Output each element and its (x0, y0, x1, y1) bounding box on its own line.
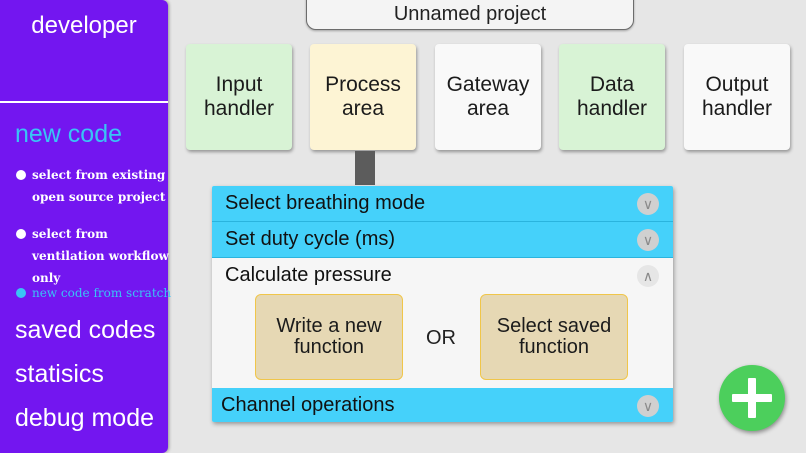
chevron-up-icon[interactable]: ∧ (637, 265, 659, 287)
card-label-line1: Data (589, 73, 635, 96)
row-label: Set duty cycle (ms) (225, 228, 396, 250)
option-label: select from existing open source project (32, 168, 166, 204)
or-label: OR (426, 327, 456, 349)
button-label-line2: function (518, 336, 590, 358)
radio-dot-icon (16, 229, 26, 239)
card-label-line1: Process (325, 73, 401, 96)
row-calculate-pressure[interactable]: Calculate pressure ∧ (212, 258, 673, 293)
process-connector (355, 151, 375, 185)
card-label-line1: Input (215, 73, 263, 96)
card-label-line2: area (341, 97, 384, 120)
sidebar-item-debug-mode[interactable]: debug mode (15, 404, 155, 432)
row-label: Calculate pressure (225, 264, 392, 286)
option-label: new code from scratch (32, 286, 172, 300)
project-title[interactable]: Unnamed project (306, 0, 634, 30)
row-channel-operations[interactable]: Channel operations ∨ (212, 388, 673, 422)
row-label: Channel operations (221, 394, 395, 416)
button-label-line1: Select saved (496, 315, 612, 337)
card-label-line2: handler (701, 97, 773, 120)
row-label: Select breathing mode (225, 192, 426, 214)
chevron-down-icon[interactable]: ∨ (637, 193, 659, 215)
sidebar-item-new-code[interactable]: new code (15, 120, 123, 148)
row-select-breathing-mode[interactable]: Select breathing mode ∨ (212, 186, 673, 222)
card-label-line2: handler (576, 97, 648, 120)
sidebar-divider (0, 101, 168, 103)
card-label-line2: area (466, 97, 510, 120)
button-label-line2: function (293, 336, 365, 358)
radio-dot-icon (16, 288, 26, 298)
sidebar: developer new code select from existing … (0, 0, 171, 453)
card-label-line2: handler (203, 97, 275, 120)
add-button[interactable] (719, 365, 785, 431)
option-label: select from ventilation workflow only (32, 227, 169, 285)
row-set-duty-cycle[interactable]: Set duty cycle (ms) ∨ (212, 222, 673, 258)
chevron-down-icon[interactable]: ∨ (637, 229, 659, 251)
chevron-down-icon[interactable]: ∨ (637, 395, 659, 417)
process-panel: Select breathing mode ∨ Set duty cycle (… (212, 186, 673, 422)
radio-dot-icon (16, 170, 26, 180)
sidebar-item-statistics[interactable]: statisics (15, 360, 104, 388)
plus-icon (748, 378, 756, 418)
sidebar-item-saved-codes[interactable]: saved codes (15, 316, 156, 344)
card-label-line1: Gateway (446, 73, 530, 96)
card-label-line1: Output (705, 73, 769, 96)
sidebar-title: developer (31, 12, 137, 39)
button-label-line1: Write a new (276, 315, 382, 337)
